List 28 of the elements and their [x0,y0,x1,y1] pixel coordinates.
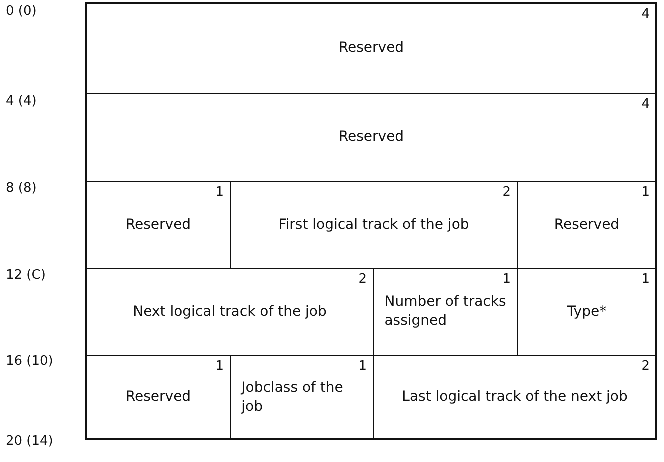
field-name: Last logical track of the next job [402,388,628,407]
byte-offset: 4 (4) [6,94,37,109]
byte-count: 1 [642,185,650,200]
field-name: Reserved [126,216,192,234]
byte-count: 1 [642,272,650,287]
byte-count: 2 [358,272,367,287]
byte-offset: 20 (14) [6,434,54,449]
field-name: Jobclass of the job [242,378,344,416]
byte-count: 4 [642,7,650,22]
byte-count: 1 [358,359,367,374]
byte-count: 1 [502,272,511,287]
byte-count: 2 [502,185,511,200]
field-name: Number of tracks assigned [384,293,506,331]
field-name: Reserved [338,128,404,147]
field-name: Reserved [338,39,404,58]
byte-offset: 12 (C) [6,268,46,283]
byte-count: 4 [642,97,650,112]
field-name: Reserved [554,216,620,234]
field-name: Reserved [126,388,192,407]
byte-count: 2 [642,359,650,374]
field-name: Type* [567,302,607,322]
byte-count: 1 [216,359,224,374]
byte-offset: 0 (0) [6,4,37,19]
field-name: First logical track of the job [278,216,470,234]
byte-offset: 8 (8) [6,181,37,196]
field-name: Next logical track of the job [133,302,327,322]
byte-count: 1 [216,185,224,200]
byte-offset: 16 (10) [6,354,54,369]
